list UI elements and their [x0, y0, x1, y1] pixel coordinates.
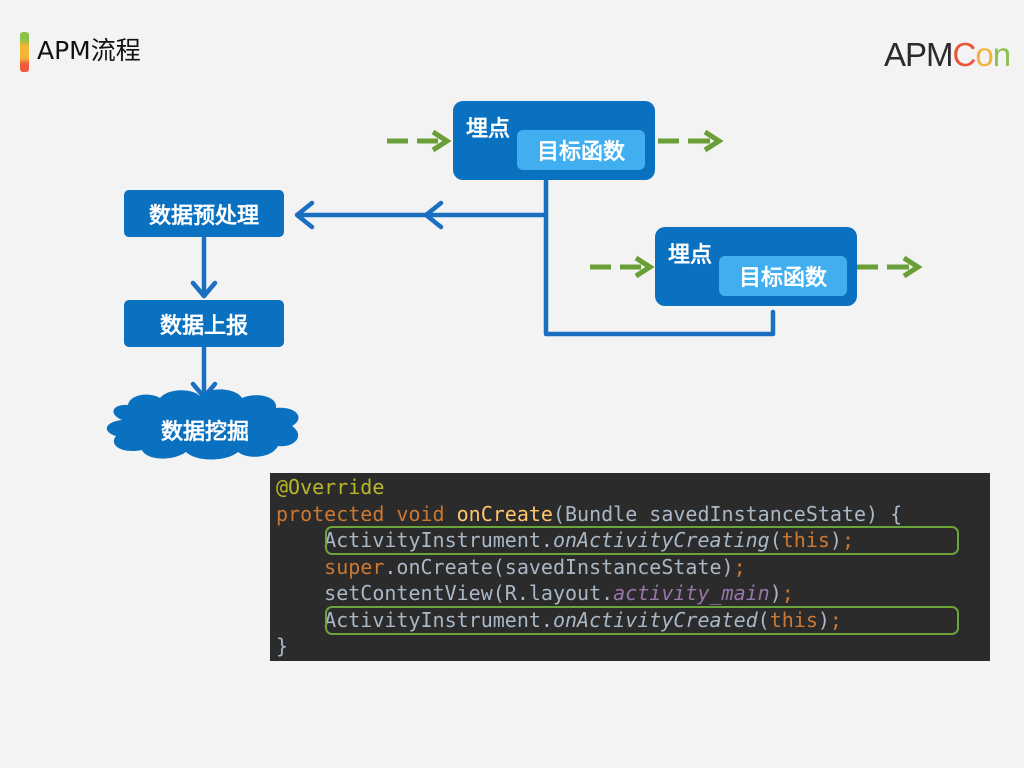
code-line: } [276, 633, 288, 660]
data-report-box: 数据上报 [124, 300, 284, 347]
connector-hook1-to-preprocess [295, 175, 549, 218]
instrumentation-box-2: 埋点 目标函数 [655, 227, 857, 306]
code-token: activity_main [613, 581, 770, 605]
code-token: ; [781, 581, 794, 605]
code-highlight-box [325, 605, 959, 635]
code-token: onCreate [456, 501, 553, 526]
code-line: @Override [276, 474, 384, 501]
logo-o: o [975, 36, 993, 73]
instrumentation-label: 埋点 [466, 117, 511, 142]
logo-c: C [952, 36, 977, 73]
code-token: ) [817, 607, 830, 632]
logo-n: n [992, 36, 1011, 73]
title-accent-bar [20, 32, 29, 72]
code-token: this [769, 607, 818, 632]
code-token: ( [757, 607, 770, 632]
instrumentation-label: 埋点 [668, 243, 713, 268]
code-token: onActivityCreating [552, 528, 770, 552]
target-function-box: 目标函数 [719, 256, 847, 296]
code-token: ; [829, 607, 842, 632]
code-token: ) [769, 581, 782, 605]
green-arrowhead-in-2 [634, 255, 655, 279]
data-preprocess-box: 数据预处理 [124, 190, 284, 237]
cloud-shape [106, 389, 299, 460]
code-token: ActivityInstrument. [276, 528, 553, 552]
code-token: onActivityCreated [552, 607, 758, 632]
code-token [276, 555, 324, 579]
instrumentation-box-1: 埋点 目标函数 [453, 101, 655, 180]
green-arrowhead-out-2 [902, 255, 923, 279]
slide-title: APM流程 [37, 36, 141, 65]
code-token: setContentView(R.layout. [276, 581, 614, 605]
code-token: .onCreate(savedInstanceState) [384, 554, 734, 579]
code-highlight-box [325, 526, 959, 555]
code-line: setContentView(R.layout.activity_main); [276, 580, 794, 607]
code-token: void [396, 501, 457, 526]
code-token: this [781, 528, 830, 552]
data-mining-label: 数据挖掘 [160, 420, 249, 445]
code-token: @Override [276, 475, 385, 499]
logo-apm: APM [884, 36, 954, 73]
code-token: (Bundle savedInstanceState) { [552, 501, 903, 526]
code-line: super.onCreate(savedInstanceState); [276, 554, 746, 581]
green-arrowhead-in-1 [431, 129, 452, 153]
arrowhead-mid [423, 200, 444, 230]
code-token: ( [769, 528, 782, 552]
code-line: ActivityInstrument.onActivityCreated(thi… [276, 607, 842, 634]
apmcon-logo: APMCon [884, 36, 1011, 74]
code-token: ; [841, 528, 855, 552]
arrowhead-preprocess [294, 200, 315, 230]
code-token: ; [733, 554, 746, 579]
connector-hook2 [543, 212, 776, 337]
code-line: ActivityInstrument.onActivityCreating(th… [276, 527, 854, 554]
code-token: } [276, 634, 289, 658]
code-line: protected void onCreate(Bundle savedInst… [276, 501, 902, 528]
target-function-box: 目标函数 [517, 130, 645, 170]
code-token: super [324, 554, 385, 579]
arrowhead-report [190, 280, 218, 299]
code-token: protected [276, 501, 397, 526]
green-arrowhead-out-1 [703, 129, 724, 153]
code-token: ) [829, 528, 842, 552]
code-token: ActivityInstrument. [276, 607, 553, 632]
